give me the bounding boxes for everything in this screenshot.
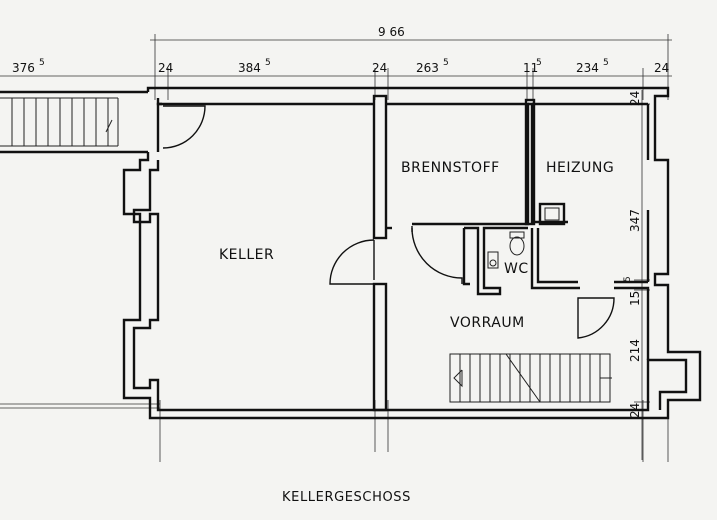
dim-263-sup: 5 xyxy=(443,58,449,68)
dim-24a: 24 xyxy=(158,61,173,75)
room-label-wc: WC xyxy=(504,261,529,277)
room-label-heizung: HEIZUNG xyxy=(546,160,614,176)
dim-v347: 347 xyxy=(628,209,642,232)
dim-384-sup: 5 xyxy=(265,58,271,68)
doors xyxy=(162,105,615,339)
dim-263: 263 xyxy=(416,61,439,75)
vorraum-stair xyxy=(449,353,612,403)
room-label-keller: KELLER xyxy=(219,247,274,263)
dim-376: 376 xyxy=(12,61,35,75)
plan-title: KELLERGESCHOSS xyxy=(282,490,411,505)
dim-376-sup: 5 xyxy=(39,58,45,68)
interior-walls xyxy=(372,94,650,412)
outer-walls xyxy=(122,86,702,420)
dim-v214: 214 xyxy=(628,339,642,362)
dim-24b: 24 xyxy=(372,61,387,75)
dim-11-sup: 5 xyxy=(536,58,542,68)
dim-234-sup: 5 xyxy=(603,58,609,68)
dim-v24-top: 24 xyxy=(628,91,642,106)
wc-fixtures xyxy=(487,231,525,269)
dim-v15-sup: 5 xyxy=(623,276,633,282)
dim-384: 384 xyxy=(238,61,261,75)
dim-v15: 15 xyxy=(628,291,642,306)
neighbor-stair xyxy=(0,90,148,154)
dim-24c: 24 xyxy=(654,61,669,75)
room-label-brennstoff: BRENNSTOFF xyxy=(401,160,500,176)
dim-234: 234 xyxy=(576,61,599,75)
dim-11: 11 xyxy=(523,61,538,75)
dim-total: 9 66 xyxy=(378,25,405,39)
room-label-vorraum: VORRAUM xyxy=(450,315,525,331)
